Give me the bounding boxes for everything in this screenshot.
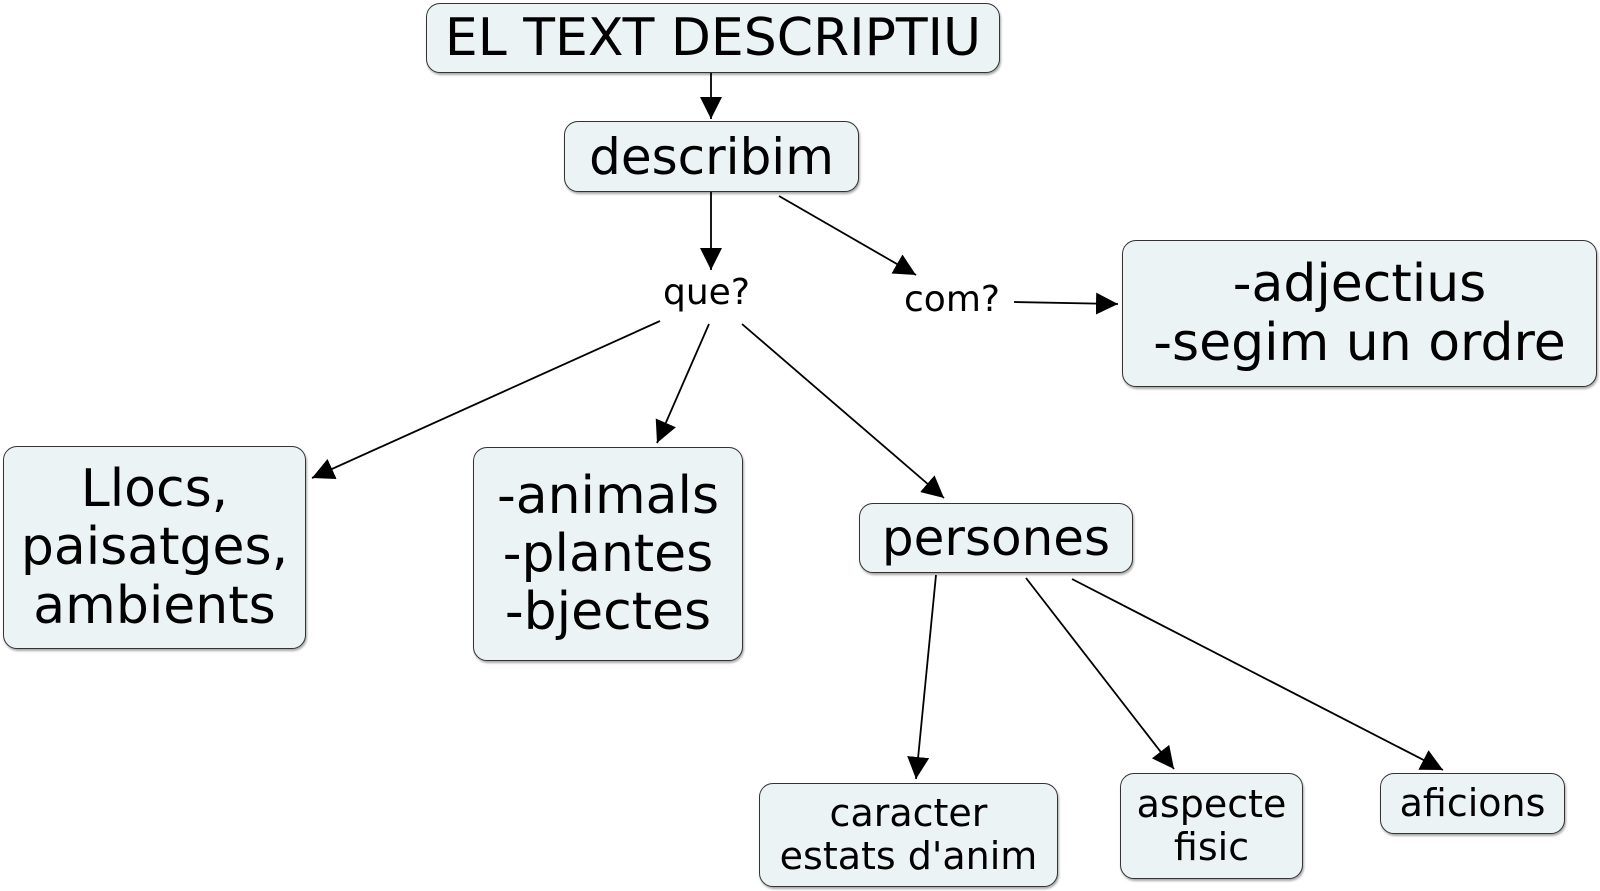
edge-persones-aspecte	[1025, 577, 1175, 770]
label-que: que?	[663, 272, 750, 313]
node-label: describim	[589, 127, 834, 186]
node-label-line: estats d'anim	[779, 834, 1038, 878]
node-label-line: -plantes	[502, 523, 714, 584]
node-label-line: aspecte	[1136, 782, 1287, 827]
node-label-line: paisatges,	[20, 517, 289, 578]
node-label-line: -adjectius	[1232, 254, 1487, 315]
node-label: aficions	[1399, 781, 1546, 826]
edge-persones-caracter	[907, 574, 937, 780]
node-persones[interactable]: persones	[859, 503, 1133, 573]
node-label-line: Llocs,	[80, 459, 229, 520]
node-llocs[interactable]: Llocs, paisatges, ambients	[3, 446, 306, 649]
node-label: EL TEXT DESCRIPTIU	[444, 7, 982, 68]
node-aficions[interactable]: aficions	[1380, 773, 1565, 834]
node-label-line: ambients	[33, 575, 276, 636]
edge-que-llocs	[311, 320, 661, 479]
label-text: com?	[904, 279, 1000, 320]
node-label-line: -bjectes	[504, 582, 712, 643]
node-label-line: -animals	[496, 465, 720, 526]
edge-describim-com	[778, 195, 917, 276]
label-com: com?	[904, 279, 1000, 320]
edge-com-result	[1013, 292, 1119, 315]
node-describim[interactable]: describim	[564, 121, 859, 192]
edge-que-persones	[741, 323, 945, 499]
edge-persones-aficions	[1071, 578, 1444, 771]
node-aspecte[interactable]: aspecte fisic	[1120, 773, 1303, 879]
node-label: persones	[881, 509, 1111, 567]
node-label-line: fisic	[1173, 825, 1250, 869]
node-label-line: -segim un ordre	[1153, 312, 1566, 373]
node-caracter[interactable]: caracter estats d'anim	[759, 783, 1058, 887]
node-com-result[interactable]: -adjectius -segim un ordre	[1122, 240, 1597, 387]
node-root[interactable]: EL TEXT DESCRIPTIU	[426, 3, 1000, 73]
node-animals[interactable]: -animals -plantes -bjectes	[473, 447, 743, 661]
label-text: que?	[663, 272, 750, 313]
node-label-line: caracter	[829, 791, 988, 836]
edge-que-animals	[655, 323, 710, 444]
